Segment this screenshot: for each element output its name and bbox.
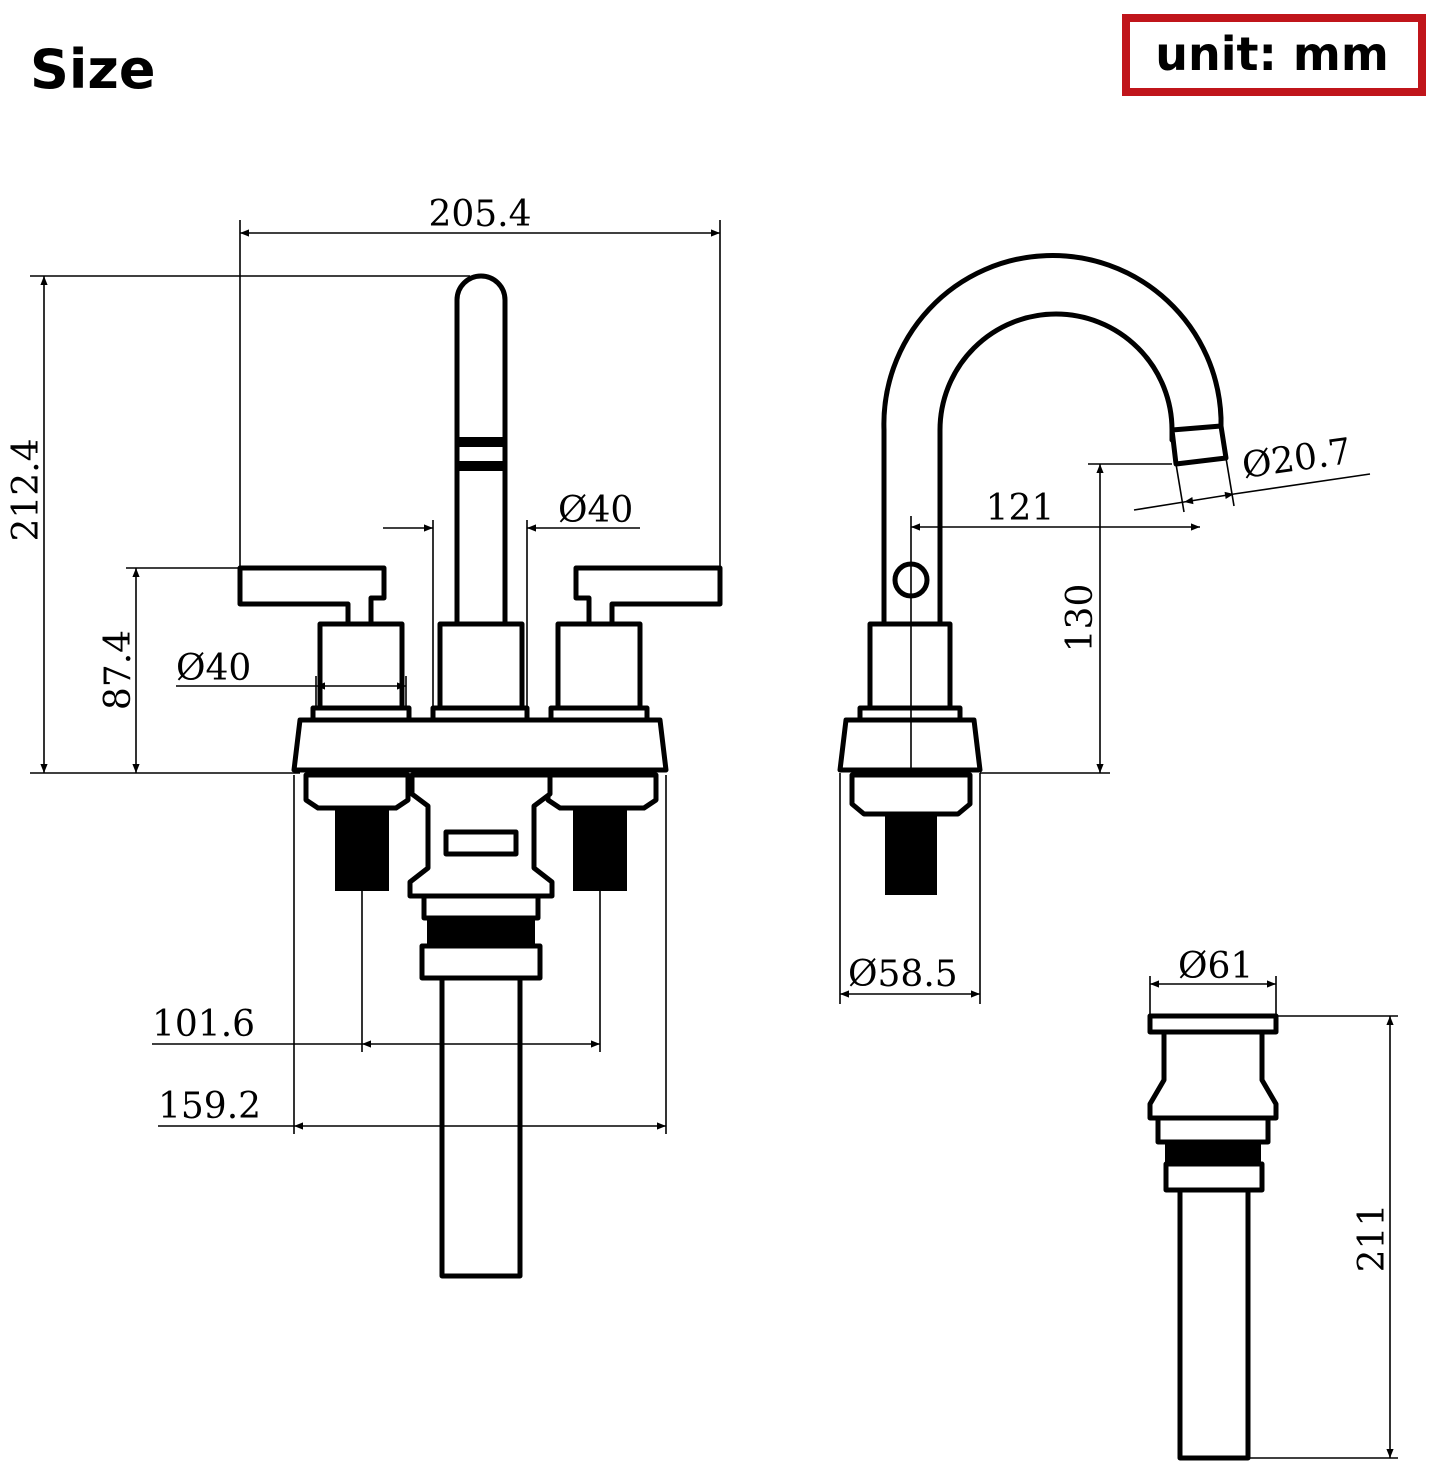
dim-overall-height: 212.4 [6, 438, 47, 541]
dim-base-diameter: Ø58.5 [848, 954, 958, 995]
front-spout [454, 273, 508, 627]
front-center-thread [427, 917, 535, 947]
front-left-shank [335, 807, 389, 891]
unit-badge-border [1122, 14, 1426, 96]
side-mount [849, 772, 973, 817]
dim-drain-flange-diameter: Ø61 [1178, 946, 1253, 987]
front-spout-aerator-band [458, 461, 504, 471]
front-view: 205.4 212.4 87.4 Ø40 Ø40 101.6 159. [6, 194, 723, 1279]
side-shank [885, 813, 937, 895]
dim-spout-diameter: Ø40 [558, 490, 633, 531]
front-center-window [443, 829, 519, 857]
front-left-handle-body [317, 621, 405, 711]
page-title: Size [30, 38, 155, 101]
front-right-handle-body [555, 621, 643, 711]
side-view: 121 130 Ø20.7 Ø58.5 [837, 252, 1371, 1004]
front-right-mount [545, 772, 659, 811]
drain-tail-pipe [1177, 1187, 1251, 1461]
front-center-nut [421, 893, 541, 921]
dim-spout-reach: 121 [986, 488, 1055, 529]
front-drain-nut [419, 943, 543, 981]
front-left-lever [237, 565, 387, 627]
unit-badge: unit: mm [1122, 14, 1426, 96]
front-drain-tube [439, 975, 523, 1279]
side-base [837, 717, 983, 773]
front-base-plate [291, 717, 669, 773]
drain-nut [1155, 1115, 1271, 1145]
dim-handle-spacing: 101.6 [152, 1004, 255, 1045]
drain-thread [1165, 1141, 1261, 1165]
dim-spout-height: 130 [1060, 584, 1101, 653]
dim-base-width: 159.2 [158, 1086, 261, 1127]
dim-handle-height: 87.4 [98, 630, 139, 710]
dim-drain-length: 211 [1352, 1204, 1393, 1273]
side-body [867, 621, 953, 711]
drain-body [1147, 1029, 1279, 1121]
drain-lock-ring [1163, 1161, 1265, 1193]
front-spout-body [437, 621, 525, 711]
dim-overall-width: 205.4 [428, 194, 531, 235]
side-aerator [1169, 423, 1229, 467]
front-right-lever [573, 565, 723, 627]
front-spout-aerator-band [458, 437, 504, 447]
side-spout [881, 252, 1224, 627]
front-right-shank [573, 807, 627, 891]
dim-handle-diameter: Ø40 [176, 648, 251, 689]
drain-view: Ø61 211 [1147, 946, 1398, 1461]
front-left-mount [303, 772, 411, 811]
unit-label: unit: mm [1155, 27, 1389, 81]
